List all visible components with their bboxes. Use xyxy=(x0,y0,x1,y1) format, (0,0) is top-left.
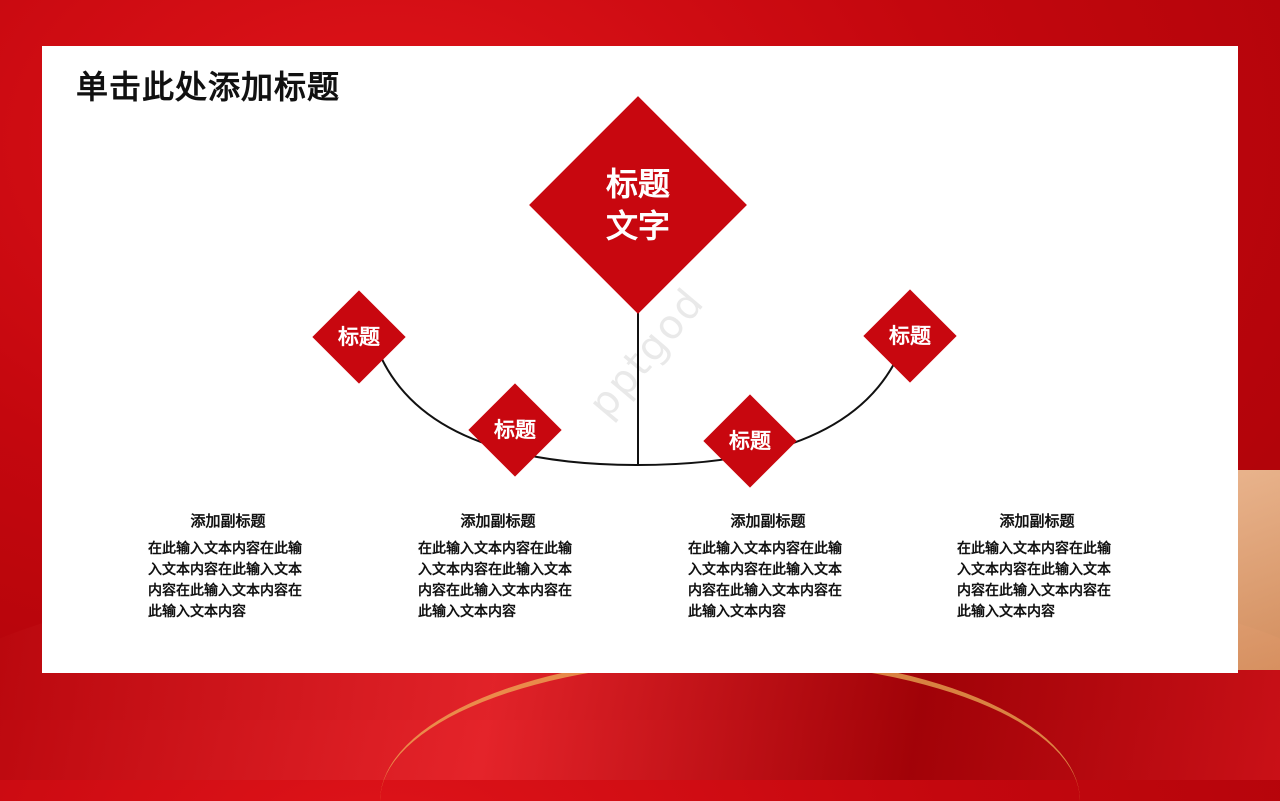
text-column-4: 添加副标题 在此输入文本内容在此输入文本内容在此输入文本内容在此输入文本内容在此… xyxy=(957,510,1117,623)
column-subtitle[interactable]: 添加副标题 xyxy=(190,512,266,530)
column-body[interactable]: 在此输入文本内容在此输入文本内容在此输入文本内容在此输入文本内容在此输入文本内容 xyxy=(957,541,1111,620)
text-column-3: 添加副标题 在此输入文本内容在此输入文本内容在此输入文本内容在此输入文本内容在此… xyxy=(688,510,848,623)
text-column-1: 添加副标题 在此输入文本内容在此输入文本内容在此输入文本内容在此输入文本内容在此… xyxy=(148,510,308,623)
center-label-line2: 文字 xyxy=(605,207,670,245)
column-body[interactable]: 在此输入文本内容在此输入文本内容在此输入文本内容在此输入文本内容在此输入文本内容 xyxy=(418,541,572,620)
page-title[interactable]: 单击此处添加标题 xyxy=(76,68,341,106)
node-label-4: 标题 xyxy=(889,323,931,348)
node-label-3: 标题 xyxy=(729,428,771,453)
column-subtitle[interactable]: 添加副标题 xyxy=(460,512,536,530)
node-label-2: 标题 xyxy=(494,417,536,442)
center-diamond-label: 标题 文字 xyxy=(568,135,708,275)
node-label-1: 标题 xyxy=(338,324,380,349)
column-subtitle[interactable]: 添加副标题 xyxy=(999,512,1075,530)
connector-lines xyxy=(379,312,896,467)
column-subtitle[interactable]: 添加副标题 xyxy=(730,512,806,530)
column-body[interactable]: 在此输入文本内容在此输入文本内容在此输入文本内容在此输入文本内容在此输入文本内容 xyxy=(148,541,302,620)
text-column-2: 添加副标题 在此输入文本内容在此输入文本内容在此输入文本内容在此输入文本内容在此… xyxy=(418,510,578,623)
center-label-line1: 标题 xyxy=(605,165,670,203)
column-body[interactable]: 在此输入文本内容在此输入文本内容在此输入文本内容在此输入文本内容在此输入文本内容 xyxy=(688,541,842,620)
